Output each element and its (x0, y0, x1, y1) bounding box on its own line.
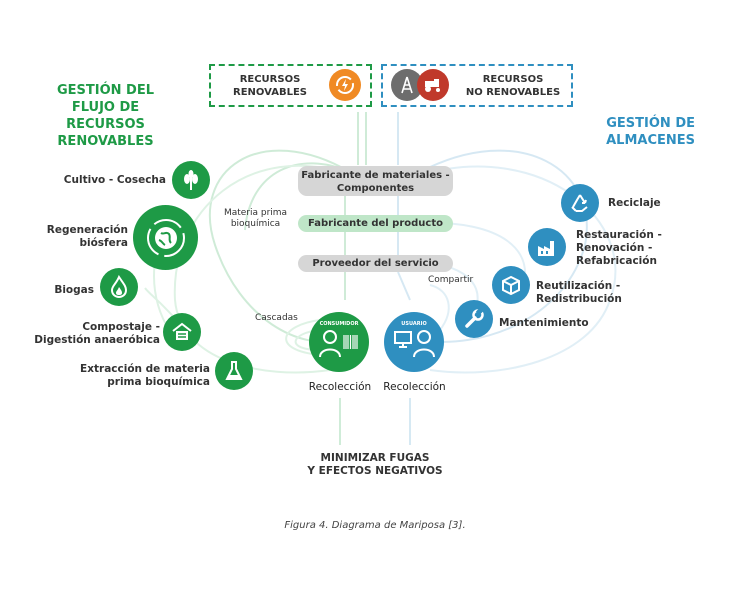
biogas-label: Biogas (54, 284, 94, 296)
restauracion-label: Restauración - Renovación - Refabricació… (576, 229, 662, 267)
renewable-energy-icon (329, 69, 361, 101)
renewable-resources-box: RECURSOS RENOVABLES (209, 64, 372, 107)
consumer-icon: CONSUMIDOR (309, 312, 369, 372)
cultivo-label: Cultivo - Cosecha (63, 174, 166, 186)
globe-cycle-icon (133, 205, 198, 270)
reciclaje-label: Reciclaje (608, 197, 661, 209)
right-title: GESTIÓN DE ALMACENES (606, 116, 695, 148)
product-manufacturer: Fabricante del producto (298, 215, 453, 232)
user-collect: Recolección (383, 381, 446, 393)
user-icon: USUARIO (384, 312, 444, 372)
cascadas-annotation: Cascadas (255, 313, 298, 323)
left-title: GESTIÓN DEL FLUJO DE RECURSOS RENOVABLES (56, 83, 155, 149)
minimize-leaks-label: MINIMIZAR FUGAS Y EFECTOS NEGATIVOS (307, 452, 443, 477)
user-badge: USUARIO (401, 321, 427, 327)
extraccion-label: Extracción de materia prima bioquímica (80, 363, 210, 388)
consumer-badge: CONSUMIDOR (319, 321, 359, 327)
non-renewable-label: RECURSOS NO RENOVABLES (465, 74, 561, 98)
compostaje-label: Compostaje - Digestión anaeróbica (34, 321, 160, 346)
service-provider: Proveedor del servicio (298, 255, 453, 272)
mantenimiento-label: Mantenimiento (499, 317, 589, 329)
materials-manufacturer: Fabricante de materiales - Componentes (298, 166, 453, 196)
reutilizacion-label: Reutilización - Redistribución (536, 280, 622, 305)
materia-prima-annotation: Materia prima bioquímica (223, 208, 288, 229)
compartir-annotation: Compartir (428, 275, 474, 285)
compost-icon (163, 313, 201, 351)
regeneracion-label: Regeneración biósfera (46, 224, 128, 249)
wrench-icon (455, 300, 493, 338)
plant-icon (172, 161, 210, 199)
non-renewable-resources-box: RECURSOS NO RENOVABLES (381, 64, 573, 107)
recycle-icon (561, 184, 599, 222)
factory-icon (528, 228, 566, 266)
flask-icon (215, 352, 253, 390)
tractor-icon (417, 69, 449, 101)
flame-icon (100, 268, 138, 306)
renewable-label: RECURSOS RENOVABLES (233, 74, 307, 98)
consumer-collect: Recolección (308, 381, 372, 393)
figure-caption: Figura 4. Diagrama de Mariposa [3]. (284, 520, 466, 531)
box-icon (492, 266, 530, 304)
